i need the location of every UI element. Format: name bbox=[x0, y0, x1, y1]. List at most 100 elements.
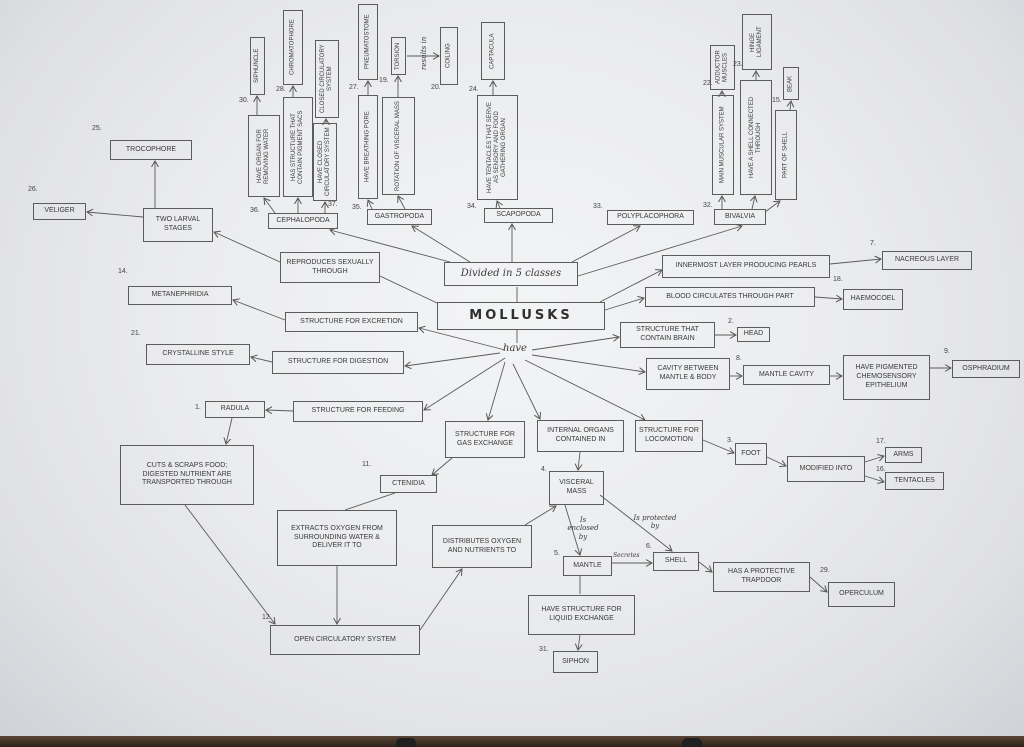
binder-clip bbox=[396, 738, 416, 747]
part-of-shell-number: 15. bbox=[772, 97, 782, 104]
connector-arrow bbox=[488, 361, 506, 420]
open-circulatory-node: OPEN CIRCULATORY SYSTEM bbox=[270, 625, 420, 655]
operculum-number: 29. bbox=[820, 567, 830, 574]
metanephridia-node: METANEPHRIDIA bbox=[128, 286, 232, 305]
connector-arrow bbox=[864, 475, 884, 482]
bivalvia-number: 32. bbox=[703, 202, 713, 209]
organ-removing-water-node: HAVE ORGAN FOR REMOVING WATER bbox=[248, 115, 280, 197]
secretes-link: Secretes bbox=[613, 552, 640, 559]
osphradium-node: OSPHRADIUM bbox=[952, 360, 1020, 378]
connector-arrow bbox=[419, 569, 462, 631]
connector-arrow bbox=[764, 201, 780, 213]
trocophore-node: TROCOPHORE bbox=[110, 140, 192, 160]
connector-arrow bbox=[531, 337, 619, 351]
connector-line bbox=[344, 492, 396, 511]
internal-organs-node: INTERNAL ORGANS CONTAINED IN bbox=[537, 420, 624, 452]
siphuncle-node: SIPHUNCLE bbox=[250, 37, 265, 95]
scaphopoda-number: 34. bbox=[467, 203, 477, 210]
cavity-between-node: CAVITY BETWEEN MANTLE & BODY bbox=[646, 358, 730, 390]
digestion-node: STRUCTURE FOR DIGESTION bbox=[272, 351, 404, 374]
trocophore-number: 25. bbox=[92, 125, 102, 132]
open-circulatory-number: 12. bbox=[262, 614, 272, 621]
connector-arrow bbox=[599, 494, 672, 551]
foot-node: FOOT bbox=[735, 443, 767, 465]
brain-structure-node: STRUCTURE THAT CONTAIN BRAIN bbox=[620, 322, 715, 348]
breathing-pore-node: HAVE BREATHING PORE bbox=[358, 95, 378, 199]
desk-edge bbox=[0, 736, 1024, 747]
metanephridia-number: 14. bbox=[118, 268, 128, 275]
connector-arrow bbox=[790, 101, 791, 111]
results-in-link: results in bbox=[420, 36, 428, 70]
mantle-node: MANTLE bbox=[563, 556, 612, 576]
haemocoel-number: 18. bbox=[833, 276, 843, 283]
adductor-node: ADDUCTOR MUSCLES bbox=[710, 45, 735, 90]
class-cephalopoda: CEPHALOPODA bbox=[268, 213, 338, 229]
gastropoda-number: 35. bbox=[352, 204, 362, 211]
binder-clip bbox=[682, 738, 702, 747]
trapdoor-node: HAS A PROTECTIVE TRAPDOOR bbox=[713, 562, 810, 592]
sensory-tentacles-number: 24. bbox=[469, 86, 479, 93]
connector-arrow bbox=[752, 196, 755, 210]
connector-arrow bbox=[698, 561, 712, 572]
coiling-number: 20. bbox=[431, 84, 441, 91]
veliger-node: VELIGER bbox=[33, 203, 86, 220]
connector-arrow bbox=[398, 196, 406, 210]
crystalline-style-number: 21. bbox=[131, 330, 141, 337]
class-bivalvia: BIVALVIA bbox=[714, 209, 766, 225]
pigment-sacs-number: 28. bbox=[276, 86, 286, 93]
connector-arrow bbox=[330, 230, 451, 263]
connector-arrow bbox=[87, 212, 144, 218]
foot-number: 3. bbox=[727, 437, 733, 444]
connector-arrow bbox=[702, 439, 734, 453]
osphradium-number: 9. bbox=[944, 348, 950, 355]
visceral-mass-node: VISCERAL MASS bbox=[549, 471, 604, 505]
nacreous-layer-node: NACREOUS LAYER bbox=[882, 251, 972, 270]
connector-arrow bbox=[419, 328, 506, 351]
polyplacophora-number: 33. bbox=[593, 203, 603, 210]
divided-classes-node: Divided in 5 classes bbox=[444, 262, 578, 286]
mantle-cavity-node: MANTLE CAVITY bbox=[743, 365, 830, 385]
connector-arrow bbox=[809, 576, 827, 592]
pigmented-epithelium-node: HAVE PIGMENTED CHEMOSENSORY EPITHELIUM bbox=[843, 355, 930, 400]
connector-arrow bbox=[405, 352, 501, 366]
connector-arrow bbox=[266, 410, 294, 411]
have-closed-circulatory-number: 37. bbox=[328, 201, 338, 208]
mantle-cavity-number: 8. bbox=[736, 355, 742, 362]
connector-arrow bbox=[424, 357, 506, 410]
connector-arrow bbox=[766, 456, 786, 466]
cephalopoda-number: 36. bbox=[250, 207, 260, 214]
shell-number: 6. bbox=[646, 543, 652, 550]
connector-arrow bbox=[564, 504, 580, 555]
chromatophore-node: CHROMATOPHORE bbox=[283, 10, 303, 85]
connector-arrow bbox=[226, 417, 233, 444]
organ-removing-water-number: 30. bbox=[239, 97, 249, 104]
pigment-sacs-node: HAS STRUCTURE THAT CONTAIN PIGMENT SACS bbox=[283, 97, 313, 197]
beak-node: BEAK bbox=[783, 67, 799, 100]
pneumatostome-node: PNEUMATOSTOME bbox=[358, 4, 378, 80]
ctenidia-node: CTENIDIA bbox=[380, 475, 437, 493]
connector-arrow bbox=[524, 359, 645, 420]
reproduces-node: REPRODUCES SEXUALLY THROUGH bbox=[280, 252, 380, 283]
connector-arrow bbox=[368, 200, 372, 210]
mantle-number: 5. bbox=[554, 550, 560, 557]
arms-node: ARMS bbox=[885, 447, 922, 463]
class-gastropoda: GASTROPODA bbox=[367, 209, 432, 225]
connector-arrow bbox=[578, 634, 580, 650]
connector-arrow bbox=[233, 300, 286, 321]
class-scaphopoda: SCAPOPODA bbox=[484, 208, 553, 223]
siphon-node: SIPHON bbox=[553, 651, 598, 673]
haemocoel-node: HAEMOCOEL bbox=[843, 289, 903, 310]
gas-exchange-node: STRUCTURE FOR GAS EXCHANGE bbox=[445, 421, 525, 458]
connector-arrow bbox=[184, 504, 275, 624]
connector-arrow bbox=[412, 226, 471, 263]
extracts-oxygen-node: EXTRACTS OXYGEN FROM SURROUNDING WATER &… bbox=[277, 510, 397, 566]
have-closed-circulatory-node: HAVE CLOSED CIRCULATORY SYSTEM bbox=[313, 123, 337, 201]
excretion-node: STRUCTURE FOR EXCRETION bbox=[285, 312, 418, 332]
ctenidia-number: 11. bbox=[362, 461, 372, 468]
head-number: 2. bbox=[728, 318, 734, 325]
liquid-exchange-node: HAVE STRUCTURE FOR LIQUID EXCHANGE bbox=[528, 595, 635, 635]
torsion-number: 19. bbox=[379, 77, 389, 84]
class-polyplacophora: POLYPLACOPHORA bbox=[607, 210, 694, 225]
shell-connected-number: 23. bbox=[733, 61, 743, 68]
